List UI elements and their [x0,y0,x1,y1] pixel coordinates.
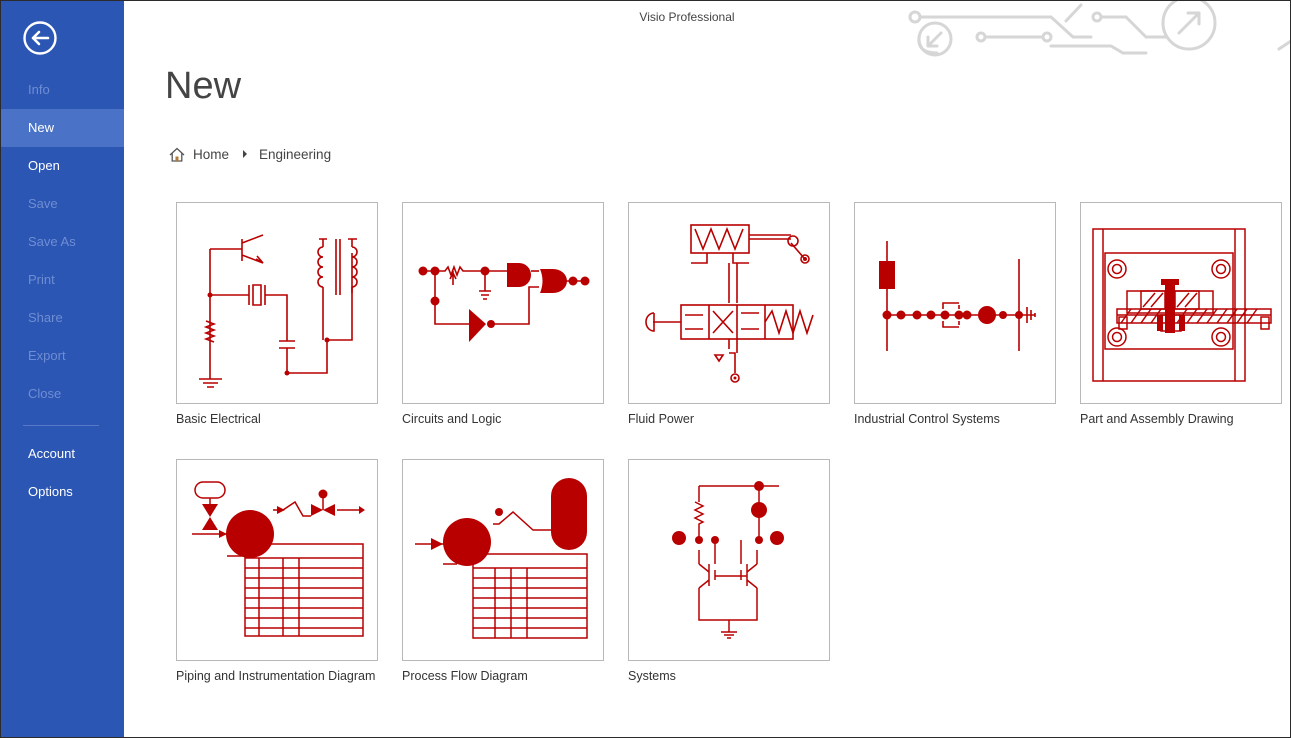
template-label: Fluid Power [628,412,694,426]
breadcrumb-home-label: Home [193,146,230,162]
nav-account[interactable]: Account [28,446,75,461]
nav-export: Export [28,348,66,363]
template-tile-fluid-power[interactable] [628,202,830,404]
template-tile-basic-electrical[interactable] [176,202,378,404]
part-assembly-thumbnail [1092,228,1272,382]
nav-share: Share [28,310,63,325]
nav-options[interactable]: Options [28,484,73,499]
nav-close: Close [28,386,62,401]
nav-save-as: Save As [28,234,76,249]
back-arrow-icon [23,21,57,55]
template-label: Part and Assembly Drawing [1080,412,1234,426]
circuits-logic-thumbnail [418,263,590,342]
template-tile-systems[interactable] [628,459,830,661]
breadcrumb-home[interactable]: Home [169,147,229,162]
template-label: Piping and Instrumentation Diagram [176,669,376,683]
chevron-right-icon [243,150,248,158]
fluid-power-thumbnail [645,224,814,383]
nav-new[interactable]: New [1,109,124,147]
template-label: Basic Electrical [176,412,261,426]
systems-thumbnail [672,481,784,639]
back-button[interactable] [23,21,57,55]
basic-electrical-thumbnail [199,234,358,388]
industrial-control-thumbnail [879,241,1036,351]
breadcrumb-current: Engineering [259,146,332,162]
breadcrumb: Home Engineering [169,144,331,164]
process-flow-thumbnail [415,478,588,639]
nav-info: Info [28,82,50,97]
template-label: Industrial Control Systems [854,412,1000,426]
home-icon [169,147,185,162]
circuit-decoration-icon [908,1,1290,57]
app-title: Visio Professional [639,10,735,24]
page-title: New [165,65,242,107]
backstage-sidebar: Info New Open Save Save As Print Share E… [1,1,124,737]
template-tile-piping-instrumentation[interactable] [176,459,378,661]
template-label: Process Flow Diagram [402,669,528,683]
piping-instrumentation-thumbnail [192,481,365,637]
template-tile-part-assembly[interactable] [1080,202,1282,404]
nav-divider [23,425,99,426]
nav-print: Print [28,272,55,287]
nav-open[interactable]: Open [28,158,60,173]
template-tile-process-flow[interactable] [402,459,604,661]
template-label: Systems [628,669,676,683]
template-tile-industrial-control[interactable] [854,202,1056,404]
template-tile-circuits-logic[interactable] [402,202,604,404]
template-label: Circuits and Logic [402,412,502,426]
nav-save: Save [28,196,58,211]
